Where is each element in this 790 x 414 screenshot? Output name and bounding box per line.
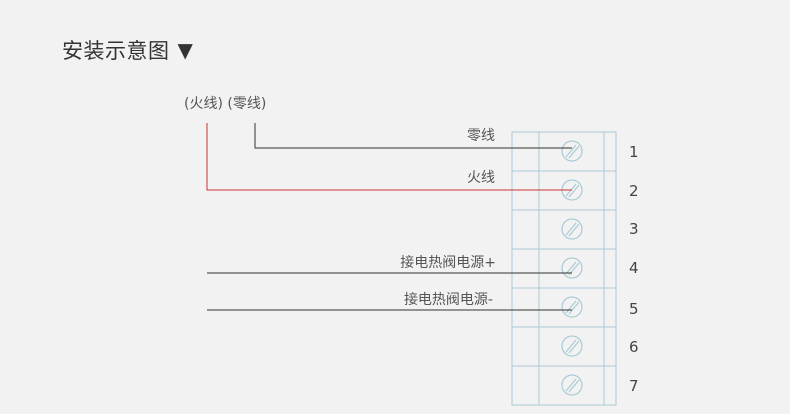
live-wire: [206, 123, 572, 191]
wire-label-neutral: 零线: [467, 128, 495, 144]
screw-icon: [561, 140, 583, 162]
terminal-number-5: 5: [629, 300, 639, 318]
terminal-number-6: 6: [629, 338, 639, 356]
wire-label-live: 火线: [467, 170, 495, 186]
wire-label-power-minus: 接电热阀电源-: [403, 292, 493, 308]
neutral-head-label: (零线): [227, 96, 267, 112]
screw-icon: [561, 296, 583, 318]
terminal-number-7: 7: [629, 377, 639, 395]
terminal-block-frame: [511, 131, 617, 406]
live-head-label: (火线): [184, 96, 223, 112]
triangle-down-icon: ▼: [177, 38, 194, 62]
terminal-block: [511, 131, 617, 406]
title-text: 安装示意图: [62, 39, 170, 63]
terminal-number-3: 3: [629, 220, 639, 238]
screw-icon: [561, 335, 583, 357]
wire-label-power-plus: 接电热阀电源+: [400, 255, 496, 271]
terminal-number-1: 1: [629, 143, 639, 161]
terminal-number-4: 4: [629, 259, 639, 277]
terminal-number-2: 2: [629, 182, 639, 200]
wire-head-labels: (火线) (零线): [184, 93, 266, 113]
screw-icon: [561, 374, 583, 396]
diagram-title: 安装示意图 ▼: [62, 35, 193, 65]
neutral-wire: [254, 123, 572, 149]
screw-icon: [561, 218, 583, 240]
screw-icon: [561, 257, 583, 279]
